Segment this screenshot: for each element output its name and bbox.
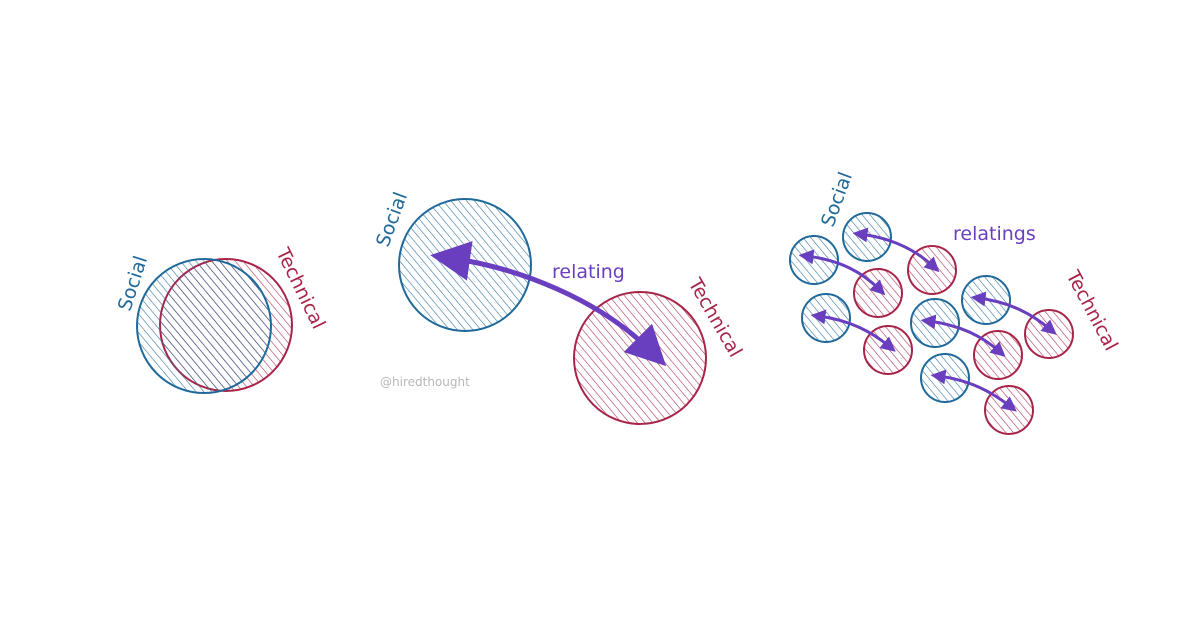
technical-circle — [573, 291, 707, 425]
relating-arrow — [798, 249, 886, 296]
relating-arrow — [852, 227, 940, 273]
relating-arrow — [430, 241, 667, 367]
panel-left: Social Technical — [114, 244, 330, 394]
relating-arrow — [810, 309, 896, 352]
social-circle — [842, 212, 892, 262]
social-circle — [136, 258, 272, 394]
relating-arrow — [970, 291, 1057, 335]
panel-right: Social relatings Technical — [789, 169, 1122, 435]
relatings-label: relatings — [953, 223, 1036, 245]
relating-label: relating — [552, 261, 625, 283]
social-circle — [398, 198, 532, 332]
credit-watermark: @hiredthought — [380, 375, 470, 389]
relating-arrow — [930, 369, 1017, 412]
panel-middle: Social relating Technical @hiredthought — [372, 189, 746, 425]
relating-arrow — [920, 314, 1006, 357]
